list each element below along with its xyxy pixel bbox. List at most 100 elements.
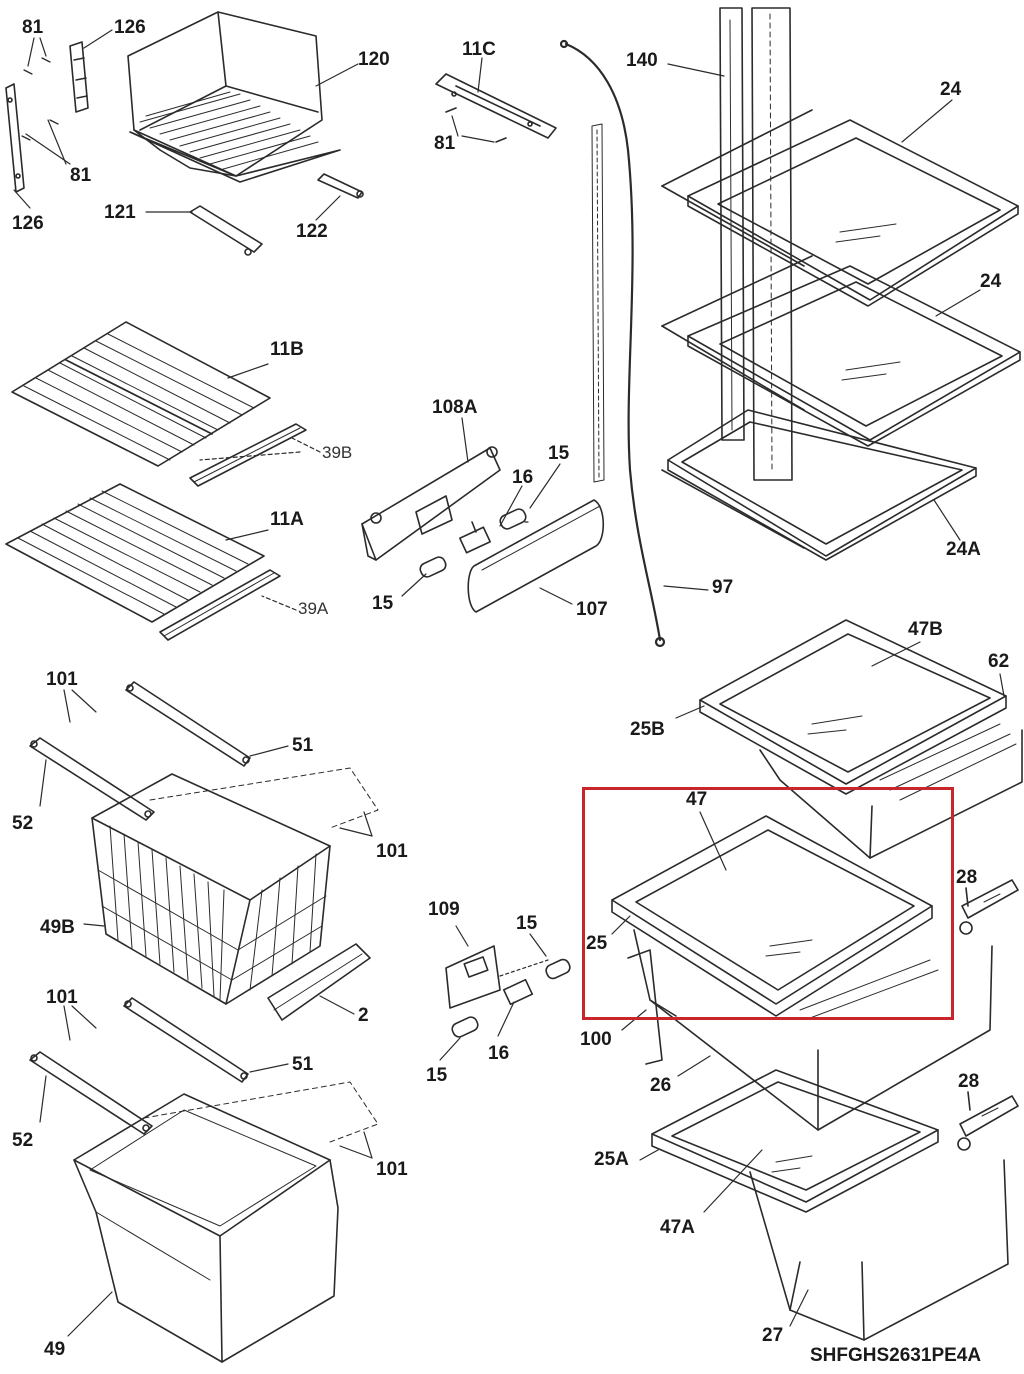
leaders-24 <box>901 99 981 541</box>
part-label-126: 126 <box>114 17 146 38</box>
part-label-25: 25 <box>586 933 608 954</box>
lens-107 <box>467 499 605 613</box>
part-label-81: 81 <box>22 17 44 38</box>
part-label-101: 101 <box>376 1159 408 1180</box>
leaders-81-126 <box>13 29 113 209</box>
part-label-100: 100 <box>580 1029 612 1050</box>
part-label-25B: 25B <box>630 719 665 740</box>
screws-81 <box>21 57 59 141</box>
rail-121 <box>189 205 263 256</box>
part-label-52: 52 <box>12 813 34 834</box>
part-label-39A: 39A <box>298 599 329 618</box>
bracket-11C <box>435 73 557 143</box>
rail-52-lower <box>29 1051 153 1135</box>
bulb-15-lower-right <box>545 958 571 980</box>
part-label-120: 120 <box>358 49 390 70</box>
bracket-126-right <box>69 41 89 113</box>
part-label-121: 121 <box>104 202 136 223</box>
leaders-11-39 <box>199 363 321 611</box>
part-label-47A: 47A <box>660 1217 695 1238</box>
part-label-24: 24 <box>940 79 962 100</box>
part-label-107: 107 <box>576 599 608 620</box>
part-label-28: 28 <box>956 867 978 888</box>
part-label-140: 140 <box>626 50 658 71</box>
part-label-101: 101 <box>376 841 408 862</box>
shelf-24-middle <box>661 255 1021 447</box>
trim-39B <box>189 423 307 487</box>
part-label-39B: 39B <box>322 443 353 462</box>
pan-120 <box>127 11 341 183</box>
part-label-49B: 49B <box>40 917 75 938</box>
trim-39A <box>159 569 281 641</box>
wire-shelf-11B <box>11 321 271 467</box>
rail-51-upper <box>125 681 251 767</box>
part-label-24: 24 <box>980 271 1002 292</box>
crisper-drawer-27 <box>749 1159 1009 1341</box>
part-label-11A: 11A <box>270 509 304 530</box>
shelf-24-upper <box>661 109 1019 307</box>
crisper-drawer-62 <box>759 723 1023 859</box>
bracket-28-upper <box>959 879 1019 935</box>
part-label-15: 15 <box>548 443 570 464</box>
guard-2 <box>267 943 371 1021</box>
part-label-26: 26 <box>650 1075 672 1096</box>
part-label-51: 51 <box>292 735 314 756</box>
highlight-box <box>582 787 954 1020</box>
part-label-15: 15 <box>426 1065 448 1086</box>
leaders-47B-62-25B <box>675 641 1005 719</box>
part-label-109: 109 <box>428 899 460 920</box>
gasket-strip <box>591 123 605 483</box>
part-label-97: 97 <box>712 577 734 598</box>
leaders-97-140 <box>663 63 725 591</box>
bin-49 <box>73 1093 339 1363</box>
bracket-126-left <box>5 83 25 193</box>
leaders-lighting-upper <box>401 417 573 605</box>
rail-52-upper <box>29 737 155 821</box>
crisper-cover-47B <box>699 619 1007 795</box>
leaders-lighting-lower <box>439 925 549 1061</box>
wire-shelf-11A <box>5 483 265 623</box>
part-label-11C: 11C <box>462 39 496 60</box>
part-label-47: 47 <box>686 789 708 810</box>
part-label-122: 122 <box>296 221 328 242</box>
part-label-101: 101 <box>46 987 78 1008</box>
crisper-cover-47A <box>651 1069 939 1213</box>
part-label-126: 126 <box>12 213 44 234</box>
socket-16-upper <box>459 521 491 554</box>
bulb-15-lower-left <box>451 1016 479 1038</box>
part-label-27: 27 <box>762 1325 784 1346</box>
crisper-drawer-26 <box>633 929 993 1131</box>
bulb-15-lower <box>419 556 447 578</box>
part-label-15: 15 <box>372 593 394 614</box>
part-label-108A: 108A <box>432 397 478 418</box>
part-label-24A: 24A <box>946 539 981 560</box>
part-label-2: 2 <box>358 1005 369 1026</box>
part-label-15: 15 <box>516 913 538 934</box>
basket-49B <box>91 773 331 1005</box>
tube-97 <box>559 39 666 648</box>
leaders-120-121-122 <box>145 63 359 221</box>
rail-51-lower <box>123 997 249 1083</box>
part-label-16: 16 <box>488 1043 510 1064</box>
part-label-47B: 47B <box>908 619 943 640</box>
part-label-81: 81 <box>434 133 456 154</box>
panel-100 <box>627 949 663 1065</box>
leaders-left-lower <box>39 689 373 1337</box>
part-label-25A: 25A <box>594 1149 629 1170</box>
bracket-28-lower <box>957 1091 1019 1151</box>
light-housing-108A <box>361 446 501 561</box>
ladder-140 <box>719 7 793 481</box>
part-label-52: 52 <box>12 1130 34 1151</box>
leaders-11C-81 <box>451 57 495 143</box>
part-label-81: 81 <box>70 165 92 186</box>
dashed-guides-left <box>143 767 379 1143</box>
socket-16-lower <box>502 978 534 1006</box>
shelf-24A <box>661 409 977 561</box>
pan-120-grate <box>139 91 319 171</box>
part-label-62: 62 <box>988 651 1010 672</box>
leaders-25A-47A-27 <box>639 1149 809 1327</box>
model-code: SHFGHS2631PE4A <box>810 1345 982 1366</box>
part-label-101: 101 <box>46 669 78 690</box>
